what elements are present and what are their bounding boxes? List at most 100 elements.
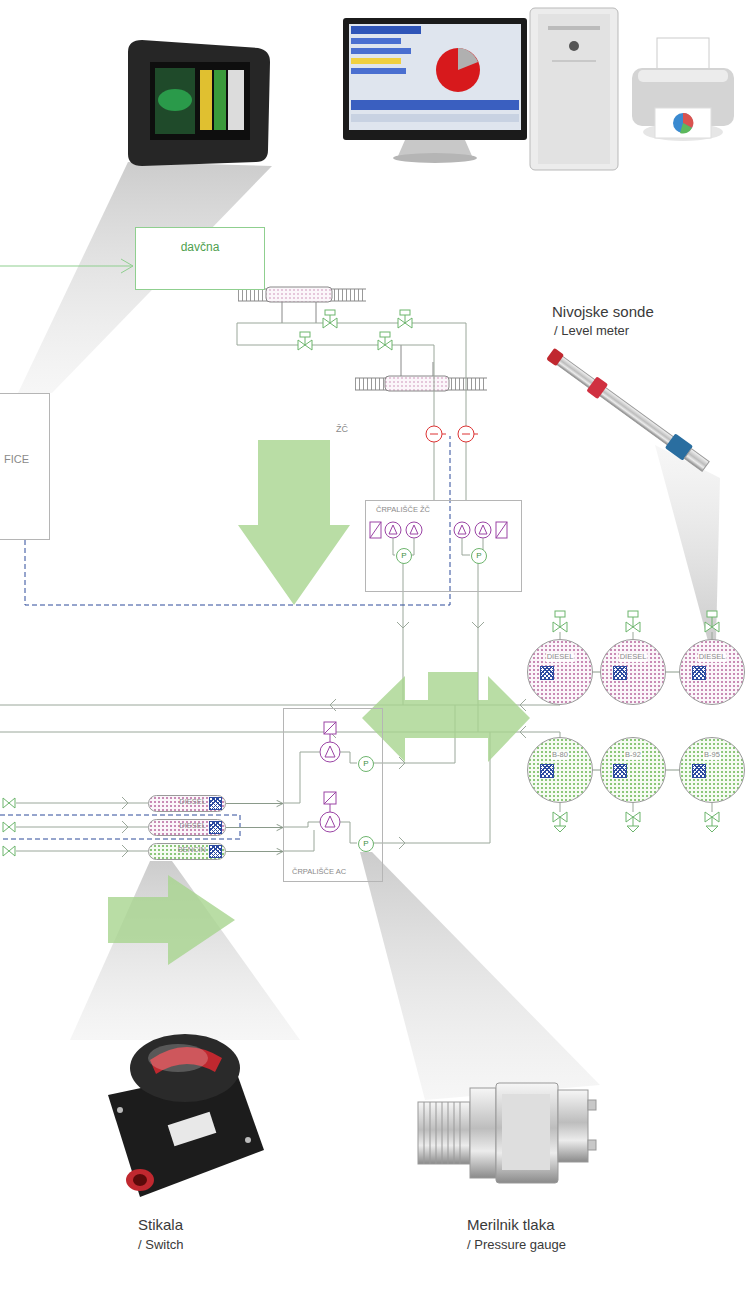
pipe — [237, 323, 238, 345]
node-label: DIESEL — [179, 798, 206, 807]
computer-monitor — [343, 18, 527, 140]
limit-switch — [148, 1044, 208, 1072]
valve-symbol — [560, 617, 561, 627]
pressure-transmitter — [418, 1083, 596, 1183]
valve-symbol — [3, 846, 15, 856]
rail-wagon — [401, 345, 433, 376]
printer — [680, 123, 692, 133]
storage-tank: DIESEL — [679, 639, 745, 705]
pipe — [560, 632, 712, 639]
computer-tower — [569, 41, 579, 51]
computer-monitor — [458, 48, 478, 70]
valve-symbol — [555, 611, 565, 617]
process-box: davčna — [135, 227, 265, 290]
pipe — [237, 323, 466, 426]
computer-monitor — [351, 26, 421, 34]
valve-symbol — [627, 817, 639, 832]
computer-tower — [530, 8, 618, 170]
touch-panel — [214, 70, 226, 130]
node-label: ČRPALIŠČE AC — [292, 868, 346, 877]
pressure-transmitter — [558, 1090, 588, 1162]
level-meter-probe — [586, 376, 608, 399]
node-label: P — [476, 551, 481, 560]
hatch-symbol — [613, 666, 627, 680]
limit-switch — [117, 1107, 123, 1113]
pressure-transmitter — [496, 1083, 558, 1183]
touch-panel — [128, 40, 270, 166]
rail-wagon — [266, 287, 332, 302]
node-label: B-92 — [624, 751, 642, 760]
pump-symbol — [370, 522, 381, 538]
valve-symbol — [3, 310, 719, 856]
computer-tower — [538, 14, 610, 164]
touch-panel — [228, 70, 244, 130]
pump-symbol — [393, 538, 486, 592]
node-label: P — [363, 839, 368, 848]
valve-symbol — [633, 617, 634, 627]
transport-tank: BENCIN — [148, 843, 226, 860]
pipe-connector — [593, 672, 600, 673]
touch-panel — [158, 89, 192, 111]
pressure-symbol: P — [358, 836, 374, 852]
pump-symbol — [330, 734, 331, 812]
computer-tower — [530, 8, 618, 170]
node-label: ČRPALIŠČE ŽČ — [376, 506, 430, 515]
valve-symbol — [305, 337, 306, 345]
pipe-connector — [666, 770, 679, 771]
touch-panel — [155, 68, 195, 134]
pump-symbol — [389, 525, 397, 534]
hatch-symbol — [209, 845, 222, 858]
valve-symbol — [325, 310, 335, 315]
callout-wedge — [18, 162, 272, 393]
pump-symbol — [325, 816, 335, 827]
pump-symbol — [410, 525, 418, 534]
callout-wedge — [360, 852, 600, 1100]
pressure-symbol: P — [358, 756, 374, 772]
node-label: FICE — [4, 453, 29, 466]
node-label: P — [401, 551, 406, 560]
pump-symbol — [324, 722, 336, 734]
touch-panel — [200, 70, 212, 130]
limit-switch — [108, 1034, 264, 1197]
storage-tank: DIESEL — [527, 639, 593, 705]
valve-symbol — [400, 310, 410, 315]
pump-station-box: ČRPALIŠČE ŽČ P P — [365, 500, 522, 592]
product-label: / Pressure gauge — [467, 1237, 566, 1253]
valve-symbol — [554, 817, 566, 832]
pipe — [122, 797, 128, 857]
computer-tower — [548, 26, 600, 30]
level-meter-probe — [684, 449, 709, 472]
hatch-symbol — [540, 666, 554, 680]
pressure-transmitter — [502, 1094, 550, 1170]
pressure-symbol: P — [471, 548, 487, 564]
limit-switch — [126, 1169, 154, 1191]
flow-arrow — [108, 440, 530, 965]
pipe — [560, 803, 712, 812]
hatch-symbol — [613, 764, 627, 778]
storage-tank: B-80 — [527, 737, 593, 803]
flow-arrow — [238, 440, 350, 605]
transport-tank: DIESEL — [148, 819, 226, 836]
pump-symbol — [370, 522, 381, 538]
process-box: FICE — [0, 393, 50, 540]
pipe — [0, 323, 712, 857]
valve-symbol — [330, 315, 331, 323]
computer-monitor — [351, 48, 411, 54]
pump-symbol — [496, 522, 507, 538]
pump-symbol — [458, 525, 466, 534]
product-label: / Switch — [138, 1237, 184, 1253]
hatch-symbol — [692, 764, 706, 778]
pump-symbol — [324, 792, 336, 804]
limit-switch — [133, 1174, 147, 1186]
computer-monitor — [349, 24, 521, 130]
node-label: B-95 — [703, 751, 721, 760]
pipe-connector — [666, 672, 679, 673]
node-label: DIESEL — [619, 653, 648, 662]
printer — [632, 38, 734, 141]
valve-symbol — [3, 798, 15, 808]
pump-symbol — [320, 812, 340, 832]
pressure-symbol: P — [396, 548, 412, 564]
valve-symbol — [628, 611, 638, 617]
pump-symbol — [283, 752, 320, 851]
computer-tower — [552, 60, 596, 62]
